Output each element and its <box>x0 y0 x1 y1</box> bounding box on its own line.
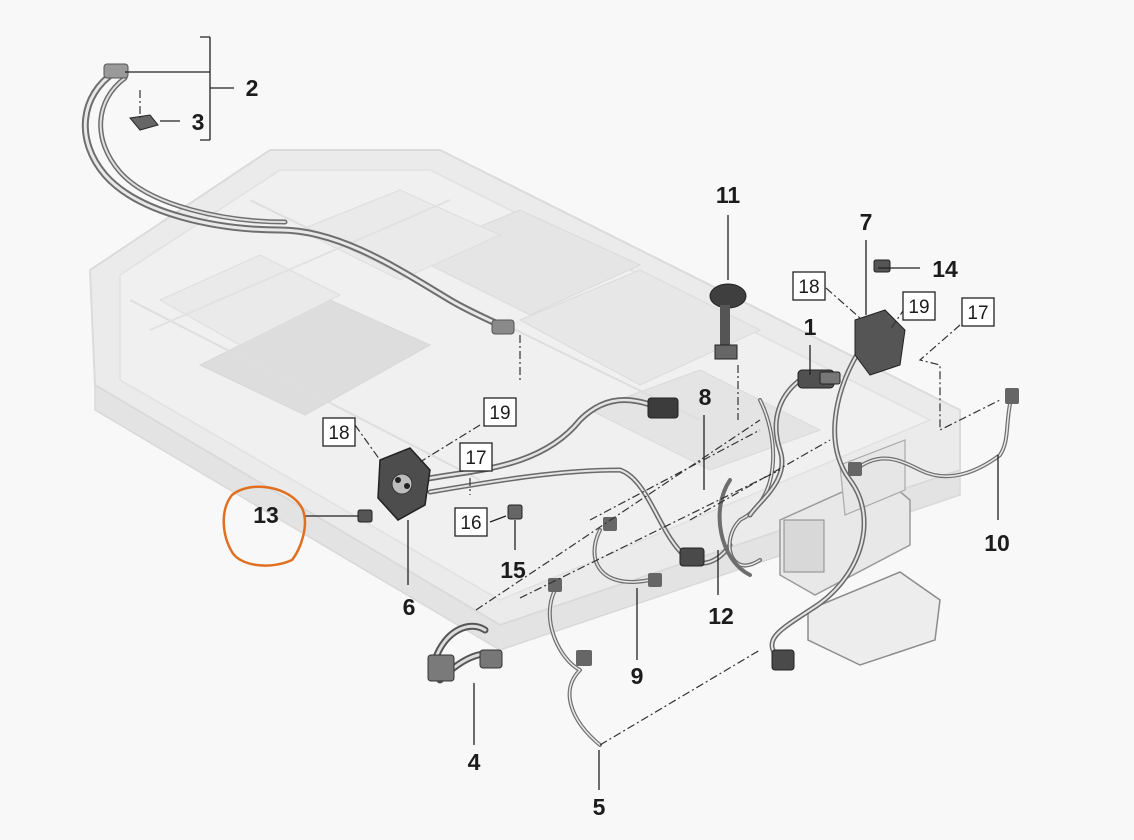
callout-11: 11 <box>716 182 741 208</box>
callout-box-16 <box>454 507 488 537</box>
callout-box-19-b <box>902 291 936 321</box>
callout-box-17-a-label: 17 <box>465 448 486 469</box>
number-callouts: 1 2 3 4 5 6 7 8 9 10 11 12 13 14 15 <box>192 75 1010 820</box>
callout-box-19-a <box>483 397 517 427</box>
battery-pack <box>88 149 961 651</box>
callout-box-18-b-label: 18 <box>798 277 819 298</box>
callout-box-19-b-label: 19 <box>908 297 929 318</box>
callout-9: 9 <box>631 663 644 689</box>
callout-10: 10 <box>984 530 1010 556</box>
callout-box-19-a-label: 19 <box>489 403 510 424</box>
callout-box-18-a <box>322 417 356 447</box>
highlight-circle <box>222 485 307 567</box>
callout-8: 8 <box>699 384 712 410</box>
boxed-callout-texts: 18 19 17 16 18 19 17 <box>328 277 988 534</box>
callout-1: 1 <box>804 314 817 340</box>
callout-7: 7 <box>860 209 873 235</box>
callout-box-17-a <box>459 442 493 472</box>
callout-13: 13 <box>253 502 279 528</box>
callout-15: 15 <box>500 557 526 583</box>
boxed-callouts <box>322 271 995 537</box>
callout-4: 4 <box>468 749 481 775</box>
callout-box-16-label: 16 <box>460 513 481 534</box>
leader-lines <box>125 36 999 790</box>
components <box>129 114 906 523</box>
callout-5: 5 <box>593 794 606 820</box>
callout-3: 3 <box>192 109 205 135</box>
callout-box-17-b-label: 17 <box>967 303 988 324</box>
cable-harnesses <box>81 63 1019 747</box>
callout-14: 14 <box>932 256 958 282</box>
callout-box-18-b <box>792 271 826 301</box>
callout-12: 12 <box>708 603 734 629</box>
callout-6: 6 <box>403 594 416 620</box>
callout-box-17-b <box>961 297 995 327</box>
callout-2: 2 <box>246 75 259 101</box>
dash-dot-lines <box>139 90 1001 746</box>
callout-box-18-a-label: 18 <box>328 423 349 444</box>
